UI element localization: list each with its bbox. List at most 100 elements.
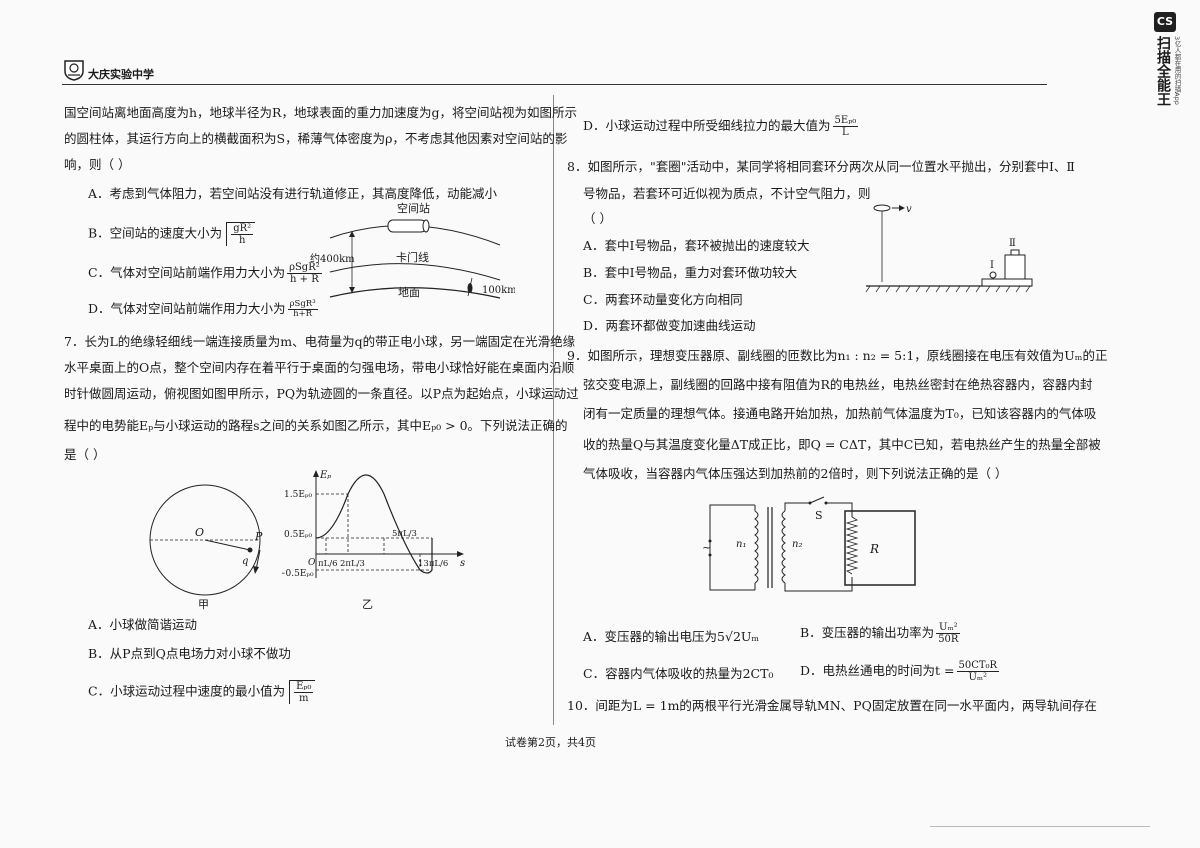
label-station: 空间站 (397, 201, 430, 215)
primary-circuit (709, 504, 748, 591)
platform (981, 278, 1033, 287)
cs-logo-badge: CS (1154, 12, 1176, 32)
q7-line-1: 7．长为L的绝缘轻细线一端连接质量为m、电荷量为q的带正电小球，另一端固定在光滑… (64, 334, 576, 349)
q9-line-2: 弦交变电源上，副线圈的回路中接有阻值为R的电热丝，电热丝密封在绝热容器内，容器内… (583, 377, 1093, 392)
school-crest-icon (64, 60, 84, 81)
q10-line-1: 10．间距为L = 1m的两根平行光滑金属导轨MN、PQ固定放置在同一水平面内，… (567, 698, 1097, 713)
label-Ep: Eₚ (319, 470, 331, 481)
cs-brand-name: 扫描全能王 (1155, 36, 1171, 106)
q8-option-a: A．套中Ⅰ号物品，套环被抛出的速度较大 (583, 238, 810, 253)
header-rule (62, 84, 1047, 85)
q8-ring-toss-figure: v Ⅰ Ⅱ (865, 204, 1033, 293)
column-divider (553, 95, 554, 725)
q7-line-2: 水平桌面上的O点，整个空间内存在着平行于桌面的匀强电场，带电小球恰好能在桌面内沿… (64, 360, 575, 375)
q6-b-den: h (238, 235, 246, 246)
school-logo (62, 57, 86, 81)
q7-figure-a: O P q 甲 (149, 484, 263, 611)
q7-option-b: B．从P点到Q点电场力对小球不做功 (88, 646, 291, 661)
q6-b-num: gR² (231, 223, 254, 235)
q7-line-5: 是（ ） (64, 447, 106, 462)
q9-option-c: C．容器内气体吸收的热量为2CT₀ (583, 666, 774, 681)
q7-d-den: L (842, 127, 849, 138)
q9-line-3: 闭有一定质量的理想气体。接通电路开始加热，加热前气体温度为T₀，已知该容器内的气… (583, 406, 1097, 421)
q9-line-1: 9．如图所示，理想变压器原、副线圈的匝数比为n₁ : n₂ = 5:1，原线圈接… (567, 348, 1108, 363)
q6-line-1: 国空间站离地面高度为h，地球半径为R，地球表面的重力加速度为g，将空间站视为如图… (64, 105, 577, 120)
label-II: Ⅱ (1009, 238, 1016, 249)
insulated-container (844, 510, 916, 586)
ac-source-icon: ~ (702, 541, 711, 554)
item-two (1004, 254, 1026, 280)
scan-edge-line (930, 826, 1150, 827)
q8-line-2: 号物品，若套环可近似视为质点，不计空气阻力，则 (583, 186, 871, 201)
label-I: Ⅰ (990, 260, 994, 271)
q6-d-den: h+R (293, 309, 313, 319)
q9-d-den: Uₘ² (968, 672, 988, 683)
item-one (989, 271, 997, 279)
q6-space-station-figure: 空间站 约400km 卡门线 地面 100km (310, 201, 515, 299)
heating-wire (845, 516, 859, 575)
q7-option-d-text: D．小球运动过程中所受细线拉力的最大值为 (583, 118, 831, 133)
q7-d-num: 5Eₚ₀ (832, 115, 859, 127)
ground-arc (329, 287, 501, 299)
space-station-cylinder (387, 219, 427, 233)
label-n1: n₁ (736, 539, 746, 550)
primary-coil (754, 510, 759, 584)
cs-brand-strip: CS 扫描全能王 3亿人都在用的扫描App (1152, 12, 1184, 137)
tick-neg-0-5Ep0: −0.5Eₚ₀ (282, 569, 314, 579)
tick-0-5Ep0: 0.5Eₚ₀ (284, 530, 312, 540)
label-ground: 地面 (398, 286, 420, 299)
q7-option-a: A．小球做简谐运动 (88, 617, 198, 632)
q8-line-1: 8．如图所示，"套圈"活动中，某同学将相同套环分两次从同一位置水平抛出，分别套中… (567, 159, 1075, 174)
q6-option-a: A．考虑到气体阻力，若空间站没有进行轨道修正，其高度降低，动能减小 (88, 186, 498, 201)
q7-c-den: m (298, 693, 309, 704)
secondary-coil (781, 510, 786, 584)
q6-c-den: h + R (290, 274, 319, 285)
karman-line-arc (329, 263, 501, 281)
q7-line-4: 程中的电势能Eₚ与小球运动的路程s之间的关系如图乙所示，其中Eₚ₀ > 0。下列… (64, 418, 568, 433)
q9-line-5: 气体吸收，当容器内气体压强达到加热前的2倍时，则下列说法正确的是（ ） (583, 466, 1008, 481)
q7-line-3: 时针做圆周运动，俯视图如图甲所示，PQ为轨迹圆的一条直径。以P点为起始点，小球运… (64, 386, 579, 401)
label-karman: 卡门线 (396, 250, 429, 264)
label-jia: 甲 (198, 598, 209, 611)
label-yi: 乙 (362, 598, 373, 611)
q6-c-num: ρSgR² (287, 262, 322, 274)
label-v: v (906, 204, 912, 215)
q6-option-c-text: C．气体对空间站前端作用力大小为 (88, 265, 286, 280)
label-height: 约400km (310, 252, 355, 265)
tick-pi-L-6: πL/6 (318, 559, 338, 569)
q9-b-den: 50R (938, 634, 959, 645)
q9-d-num: 50CT₀R (956, 660, 1000, 672)
label-n2: n₂ (792, 539, 802, 550)
label-q: q (242, 556, 248, 567)
q8-option-c: C．两套环动量变化方向相同 (583, 292, 743, 307)
energy-curve (315, 474, 433, 574)
label-s: s (460, 558, 465, 569)
ring-icon (873, 204, 891, 212)
q6-option-b-text: B．空间站的速度大小为 (88, 225, 223, 241)
q9-circuit-figure: ~ n₁ n₂ S R (702, 496, 916, 592)
q6-line-3: 响，则（ ） (64, 157, 131, 172)
label-100km: 100km (482, 285, 515, 296)
label-P: P (254, 530, 263, 543)
q9-option-d-text: D．电热丝通电的时间为t = (800, 663, 955, 678)
cs-brand-tagline: 3亿人都在用的扫描App (1173, 36, 1181, 105)
q9-option-a: A．变压器的输出电压为5√2Uₘ (583, 629, 760, 644)
tick-5pi-L-3: 5πL/3 (392, 529, 417, 539)
label-R: R (869, 542, 879, 556)
label-O: O (195, 526, 204, 539)
q8-option-d: D．两套环都做变加速曲线运动 (583, 318, 756, 333)
q8-option-b: B．套中Ⅰ号物品，重力对套环做功较大 (583, 265, 798, 280)
charged-ball (247, 547, 253, 553)
string-line (204, 539, 251, 551)
school-name: 大庆实验中学 (88, 68, 154, 81)
q7-figure-b: Eₚ s 1.5Eₚ₀ 0.5Eₚ₀ −0.5Eₚ₀ O πL/6 2πL/3 … (282, 470, 465, 611)
tick-1-5Ep0: 1.5Eₚ₀ (284, 490, 312, 500)
q8-line-3: （ ） (583, 211, 612, 226)
